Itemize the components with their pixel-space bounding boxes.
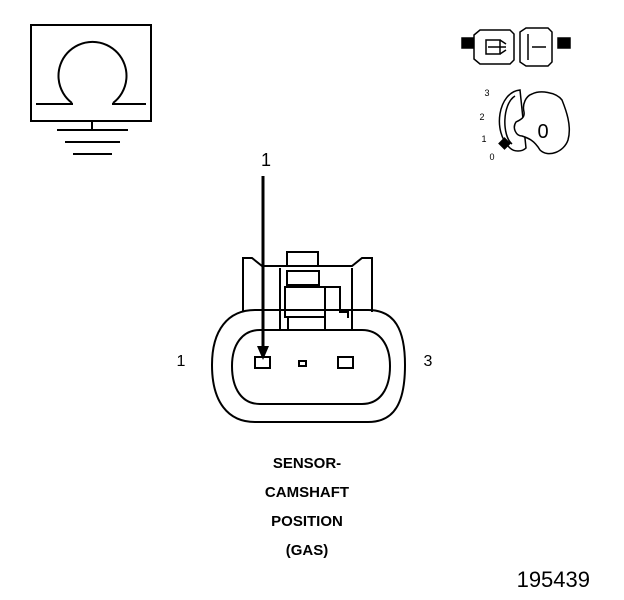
caption-line-2: CAMSHAFT <box>265 484 349 501</box>
ignition-position-3: 3 <box>484 88 489 98</box>
ignition-switch-off-icon: 0 3 2 1 0 <box>479 88 571 162</box>
ignition-position-2: 2 <box>479 112 484 122</box>
connector-face <box>210 251 407 423</box>
callout-arrow <box>257 176 269 360</box>
ohmmeter-ground-icon <box>30 24 152 155</box>
connector-caption: SENSOR- CAMSHAFT POSITION (GAS) <box>265 455 349 559</box>
pin-cavity-2 <box>298 360 307 367</box>
ignition-position-1: 1 <box>481 134 486 144</box>
ignition-key-label: 0 <box>537 121 548 143</box>
pin-left-label: 1 <box>177 353 186 370</box>
caption-line-3: POSITION <box>271 513 343 530</box>
connector-disconnected-icon <box>461 27 571 67</box>
pin-cavity-3 <box>337 356 354 369</box>
caption-line-1: SENSOR- <box>273 455 341 472</box>
caption-line-4: (GAS) <box>286 542 329 559</box>
callout-number: 1 <box>261 150 271 170</box>
pin-right-label: 3 <box>424 353 433 370</box>
figure-number: 195439 <box>517 567 590 592</box>
ignition-position-0: 0 <box>489 152 494 162</box>
